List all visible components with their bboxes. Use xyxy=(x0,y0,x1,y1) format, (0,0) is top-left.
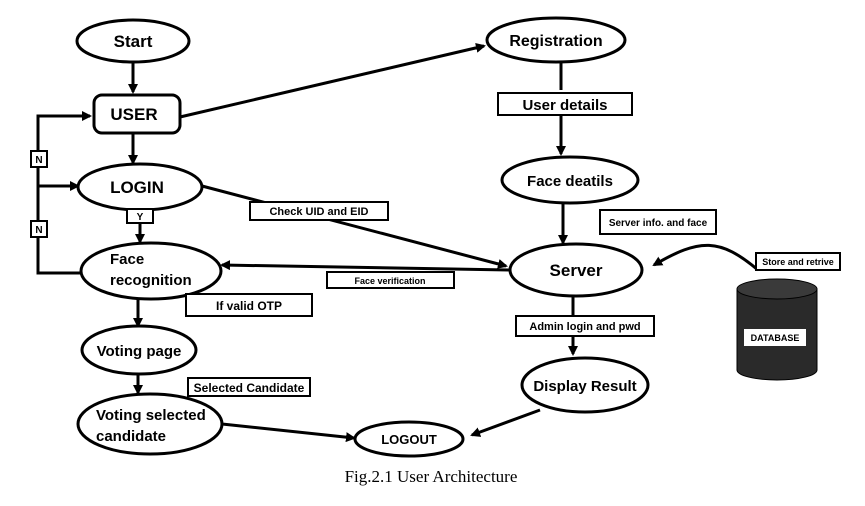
n-lower-box xyxy=(30,220,48,238)
label-selected-candidate: Selected Candidate xyxy=(187,377,311,397)
login-text: LOGIN xyxy=(110,178,164,197)
label-check-uid-eid: Check UID and EID xyxy=(249,201,389,221)
label-y: Y xyxy=(126,208,154,224)
n-upper-box xyxy=(30,150,48,168)
display-result-ellipse xyxy=(520,356,650,414)
node-server: Server xyxy=(508,242,644,298)
label-user-details: User details xyxy=(497,92,633,116)
label-if-valid-otp: If valid OTP xyxy=(185,293,313,317)
n-upper-text: N xyxy=(35,155,42,166)
node-voting-page: Voting page xyxy=(80,324,198,376)
admin-login-box xyxy=(515,315,655,337)
label-n-upper: N xyxy=(30,150,48,168)
user-text: USER xyxy=(110,105,157,124)
label-server-info: Server info. and face xyxy=(599,209,717,235)
edge-display-logout xyxy=(470,408,541,437)
node-logout: LOGOUT xyxy=(353,420,465,458)
edge-db-server xyxy=(652,243,759,272)
edge-login-server xyxy=(201,184,508,269)
store-retrive-text: Store and retrive xyxy=(762,257,834,267)
user-details-text: User details xyxy=(522,97,607,114)
face-recognition-line1: Face xyxy=(110,251,144,268)
server-ellipse xyxy=(508,242,644,298)
label-face-verification: Face verification xyxy=(326,271,455,289)
node-login: LOGIN xyxy=(76,162,204,212)
if-valid-otp-text: If valid OTP xyxy=(216,299,282,313)
voting-selected-ellipse xyxy=(76,392,224,456)
selected-candidate-text: Selected Candidate xyxy=(194,381,305,395)
y-text: Y xyxy=(137,212,144,223)
label-store-retrive: Store and retrive xyxy=(755,252,841,271)
start-ellipse xyxy=(75,18,191,64)
label-n-lower: N xyxy=(30,220,48,238)
server-info-text: Server info. and face xyxy=(609,218,708,229)
y-box xyxy=(126,208,154,224)
edge-face-loop-user xyxy=(36,111,92,275)
edges xyxy=(36,42,759,443)
face-details-text: Face deatils xyxy=(527,173,613,190)
registration-text: Registration xyxy=(509,33,602,50)
node-display-result: Display Result xyxy=(520,356,650,414)
node-database: DATABASE xyxy=(736,278,818,381)
logout-ellipse xyxy=(353,420,465,458)
face-recognition-ellipse xyxy=(79,241,223,301)
node-user: USER xyxy=(92,93,182,135)
figure-caption: Fig.2.1 User Architecture xyxy=(345,467,518,486)
registration-ellipse xyxy=(485,16,627,64)
node-registration: Registration xyxy=(485,16,627,64)
admin-login-text: Admin login and pwd xyxy=(529,321,640,333)
node-face-details: Face deatils xyxy=(500,155,640,205)
face-verification-box xyxy=(326,271,455,289)
edge-user-registration xyxy=(179,42,486,119)
user-rect xyxy=(92,93,182,135)
database-label-box xyxy=(744,329,806,346)
start-text: Start xyxy=(114,32,153,51)
check-uid-eid-box xyxy=(249,201,389,221)
database-cylinder-top xyxy=(736,278,818,300)
face-details-ellipse xyxy=(500,155,640,205)
selected-candidate-box xyxy=(187,377,311,397)
n-lower-text: N xyxy=(35,225,42,236)
voting-selected-line2: candidate xyxy=(96,428,166,445)
database-text: DATABASE xyxy=(751,333,800,343)
server-text: Server xyxy=(550,261,603,280)
server-info-box xyxy=(599,209,717,235)
face-verification-text: Face verification xyxy=(354,276,425,286)
user-details-box xyxy=(497,92,633,116)
node-voting-selected: Voting selected candidate xyxy=(76,392,224,456)
voting-page-ellipse xyxy=(80,324,198,376)
label-admin-login: Admin login and pwd xyxy=(515,315,655,337)
face-recognition-line2: recognition xyxy=(110,272,192,289)
node-face-recognition: Face recognition xyxy=(79,241,223,301)
logout-text: LOGOUT xyxy=(381,432,437,447)
store-retrive-box xyxy=(755,252,841,271)
voting-page-text: Voting page xyxy=(97,343,182,360)
check-uid-eid-text: Check UID and EID xyxy=(269,206,368,218)
edge-server-face xyxy=(220,260,511,272)
display-result-text: Display Result xyxy=(533,378,636,395)
edge-selected-logout xyxy=(221,422,356,443)
if-valid-otp-box xyxy=(185,293,313,317)
voting-selected-line1: Voting selected xyxy=(96,407,206,424)
node-start: Start xyxy=(75,18,191,64)
